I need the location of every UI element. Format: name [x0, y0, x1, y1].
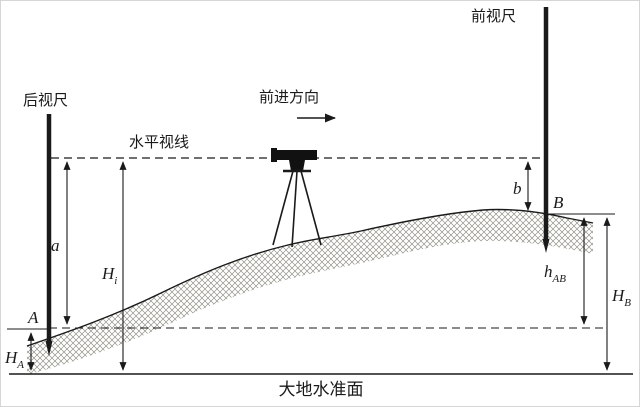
elevation-a-sub: A [16, 359, 24, 371]
level-instrument [271, 148, 322, 248]
foresight-rod-label: 前视尺 [471, 8, 516, 25]
datum-label: 大地水准面 [279, 380, 364, 399]
reading-a-label: a [51, 236, 60, 255]
tripod-leg-left [272, 170, 294, 246]
elevation-b-label: HB [611, 286, 631, 309]
elevation-a-label: HA [4, 348, 24, 371]
instrument-height-label: Hi [101, 264, 117, 287]
height-diff-sub: AB [552, 273, 567, 285]
elevation-b-sub: B [624, 297, 631, 309]
telescope-body [275, 150, 317, 160]
height-diff-label: hAB [544, 262, 566, 285]
tripod-leg-middle [291, 170, 298, 248]
direction-label: 前进方向 [259, 89, 319, 106]
backsight-rod-tip [45, 341, 53, 356]
sight-line-label: 水平视线 [129, 134, 189, 151]
ground-surface-line [26, 208, 594, 347]
height-diff-main: h [544, 262, 553, 281]
terrain-band [27, 209, 593, 375]
instrument-base [289, 160, 305, 171]
backsight-rod-label: 后视尺 [23, 92, 68, 109]
instrument-height-sub: i [114, 275, 117, 287]
reading-b-label: b [513, 179, 522, 198]
point-a-label: A [27, 308, 39, 327]
elevation-b-main: H [611, 286, 626, 305]
instrument-height-main: H [101, 264, 116, 283]
tripod-leg-right [300, 170, 322, 246]
point-b-label: B [553, 193, 564, 212]
foresight-rod-tip [542, 239, 550, 253]
telescope-lens-hood [271, 148, 277, 162]
elevation-a-main: H [4, 348, 19, 367]
